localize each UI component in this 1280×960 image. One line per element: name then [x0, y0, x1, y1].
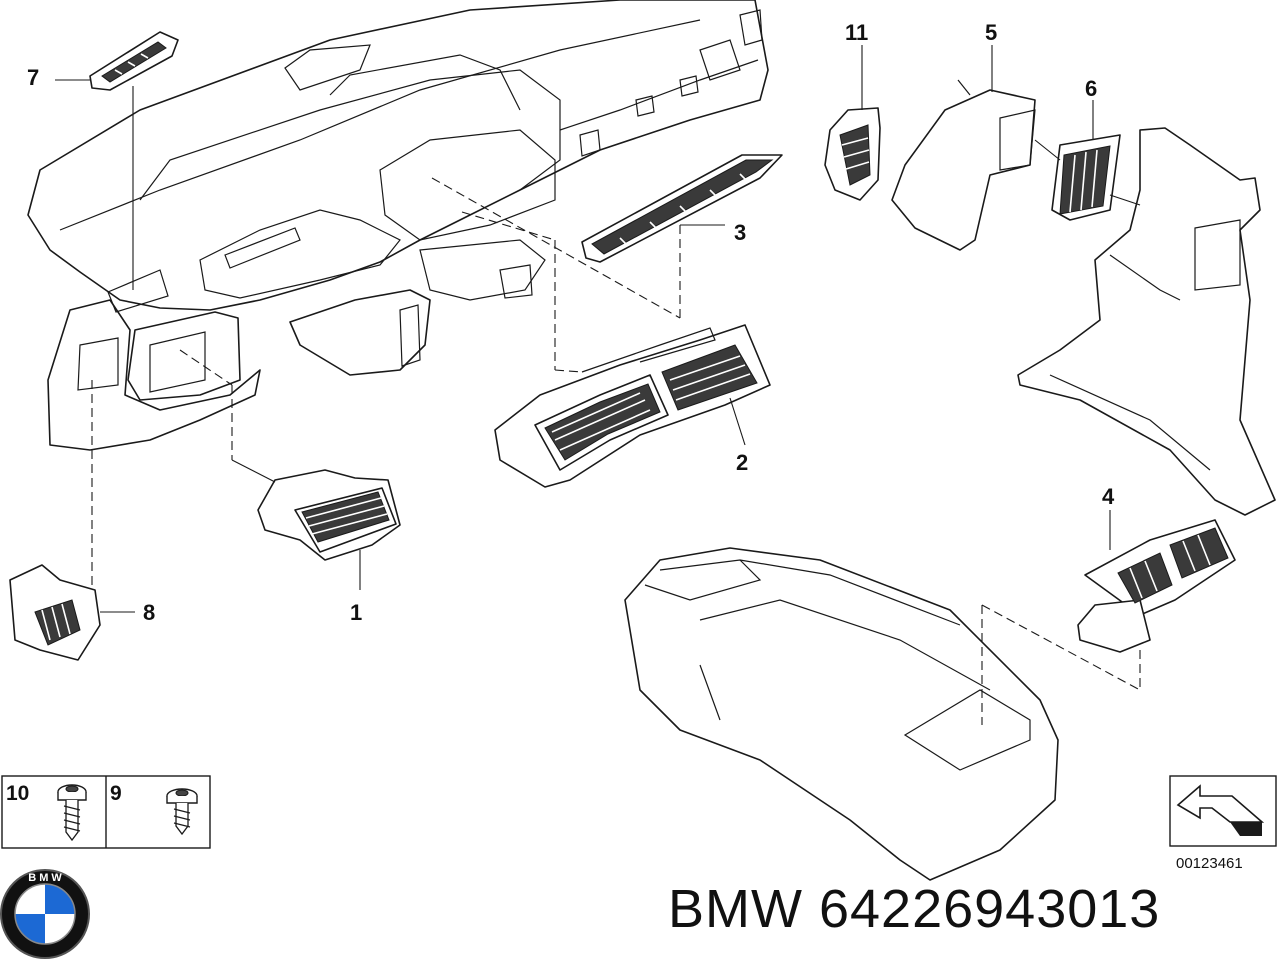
- part-8-corner-vent: [9, 380, 135, 661]
- callout-2: 2: [736, 450, 748, 475]
- logo-lettering: B M W: [28, 872, 62, 884]
- part-6-pillar-vent: [1034, 100, 1121, 221]
- callout-4: 4: [1102, 484, 1115, 509]
- fastener-number-10: 10: [6, 782, 29, 805]
- callout-11: 11: [845, 20, 868, 45]
- pillar-trim: [1017, 127, 1276, 516]
- dashboard-assembly: [27, 0, 769, 451]
- part-number-caption: BMW 64226943013: [668, 879, 1161, 939]
- part-7-defroster-vent: [55, 31, 179, 290]
- part-2-center-dual-vent: [431, 177, 771, 488]
- callout-1: 1: [350, 600, 362, 625]
- callout-6: 6: [1085, 76, 1097, 101]
- fastener-number-9: 9: [110, 782, 122, 805]
- callout-3: 3: [734, 220, 746, 245]
- callout-7: 7: [27, 65, 39, 90]
- center-console: [624, 547, 1141, 881]
- orientation-arrow-box: 00123461: [1169, 775, 1277, 872]
- fastener-box: 10 9: [1, 775, 211, 849]
- part-4-rear-vent: [1077, 510, 1236, 653]
- screw-9-icon: [166, 788, 198, 836]
- callout-5: 5: [985, 20, 997, 45]
- screw-10-icon: [57, 784, 87, 842]
- part-1-side-vent: [179, 349, 401, 590]
- part-11-side-outlet: [824, 45, 881, 201]
- part-3-center-grille-strip: [581, 154, 783, 318]
- part-5-air-duct: [891, 45, 1036, 251]
- bmw-logo: B M W: [0, 869, 90, 959]
- callout-labels: 1 2 3 4 5 6 7 8 11: [27, 20, 1115, 625]
- diagram-code: 00123461: [1176, 855, 1243, 872]
- direction-arrow-icon: [1176, 784, 1265, 836]
- callout-8: 8: [143, 600, 155, 625]
